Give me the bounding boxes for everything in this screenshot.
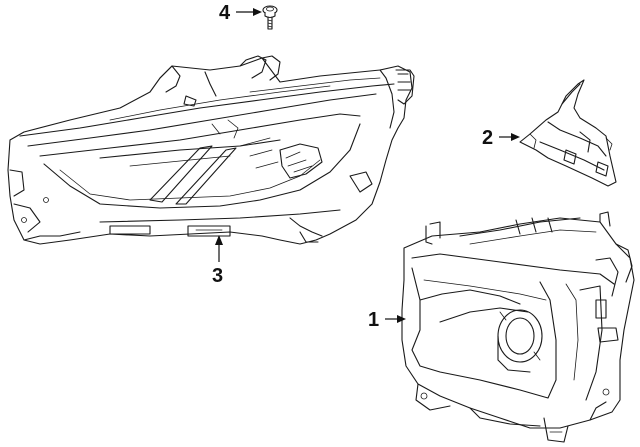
bolt-icon [262,5,278,30]
callout-3: 3 [212,235,223,287]
svg-text:1: 1 [368,309,379,331]
svg-text:3: 3 [212,265,223,287]
svg-text:4: 4 [219,2,231,24]
callout-2: 2 [482,127,520,149]
svg-text:2: 2 [482,127,493,149]
headlamp-housing-icon [401,211,635,443]
callout-4: 4 [219,2,262,24]
headlamp-assembly-icon [7,55,415,245]
callout-1: 1 [368,309,406,331]
mounting-bracket-icon [519,79,617,187]
